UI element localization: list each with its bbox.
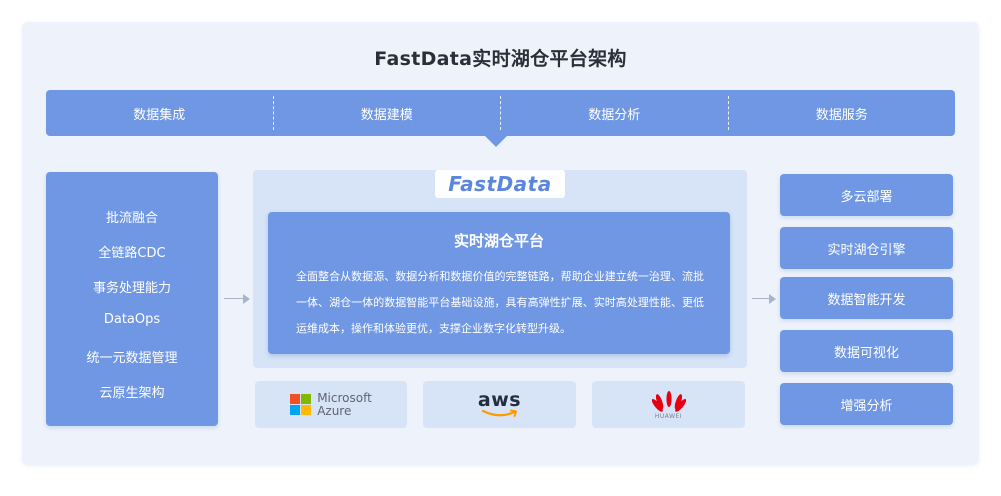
left-feature-item: DataOps	[103, 312, 161, 327]
cloud-tile-huawei: HUAWEI	[592, 381, 745, 428]
azure-label: Azure	[317, 403, 352, 418]
arrow-center-to-right	[752, 293, 776, 304]
core-platform-title: 实时湖仓平台	[453, 232, 544, 250]
top-bar-divider	[272, 96, 274, 130]
fastdata-logo-text: FastData	[448, 172, 552, 196]
right-capability-box: 数据智能开发	[780, 277, 953, 319]
top-bar-divider	[727, 96, 729, 130]
core-platform-box: 实时湖仓平台 全面整合从数据源、数据分析和数据价值的完整链路，帮助企业建立统一治…	[268, 212, 730, 354]
cloud-tile-aws: aws	[423, 381, 576, 428]
top-bar-divider	[500, 96, 501, 130]
core-platform-description: 全面整合从数据源、数据分析和数据价值的完整链路，帮助企业建立统一治理、流批一体、…	[296, 270, 704, 335]
top-bar-segment-modeling: 数据建模	[360, 107, 413, 123]
right-capability-box: 多云部署	[780, 174, 953, 216]
cloud-tile-azure: Microsoft Azure	[255, 381, 407, 428]
microsoft-logo-icon	[290, 394, 312, 415]
right-capability-box: 实时湖仓引擎	[780, 227, 953, 269]
left-feature-item: 批流融合	[105, 211, 158, 226]
microsoft-label: Microsoft	[317, 390, 372, 405]
top-bar-segment-service: 数据服务	[815, 107, 868, 123]
right-capability-box: 数据可视化	[780, 330, 953, 372]
huawei-logo-icon	[651, 390, 686, 412]
top-bar-segment-analysis: 数据分析	[588, 107, 641, 123]
microsoft-azure-label: Microsoft Azure	[317, 390, 372, 418]
left-feature-panel: 批流融合 全链路CDC 事务处理能力 DataOps 统一元数据管理 云原生架构	[46, 172, 218, 426]
top-bar-segment-integration: 数据集成	[133, 107, 186, 123]
fastdata-logo: FastData	[435, 170, 565, 198]
arrow-left-to-center	[224, 293, 250, 304]
top-bar: 数据集成 数据建模 数据分析 数据服务	[46, 90, 955, 136]
left-feature-item: 全链路CDC	[98, 246, 166, 261]
left-feature-item: 云原生架构	[99, 386, 165, 401]
aws-logo-text: aws	[477, 389, 522, 411]
aws-smile-icon	[481, 409, 517, 417]
diagram-title: FastData实时湖仓平台架构	[374, 48, 627, 70]
huawei-label: HUAWEI	[654, 412, 683, 420]
right-capability-box: 增强分析	[780, 383, 953, 425]
left-feature-item: 事务处理能力	[92, 281, 171, 296]
left-feature-item: 统一元数据管理	[86, 351, 178, 366]
top-bar-pointer	[484, 135, 508, 147]
